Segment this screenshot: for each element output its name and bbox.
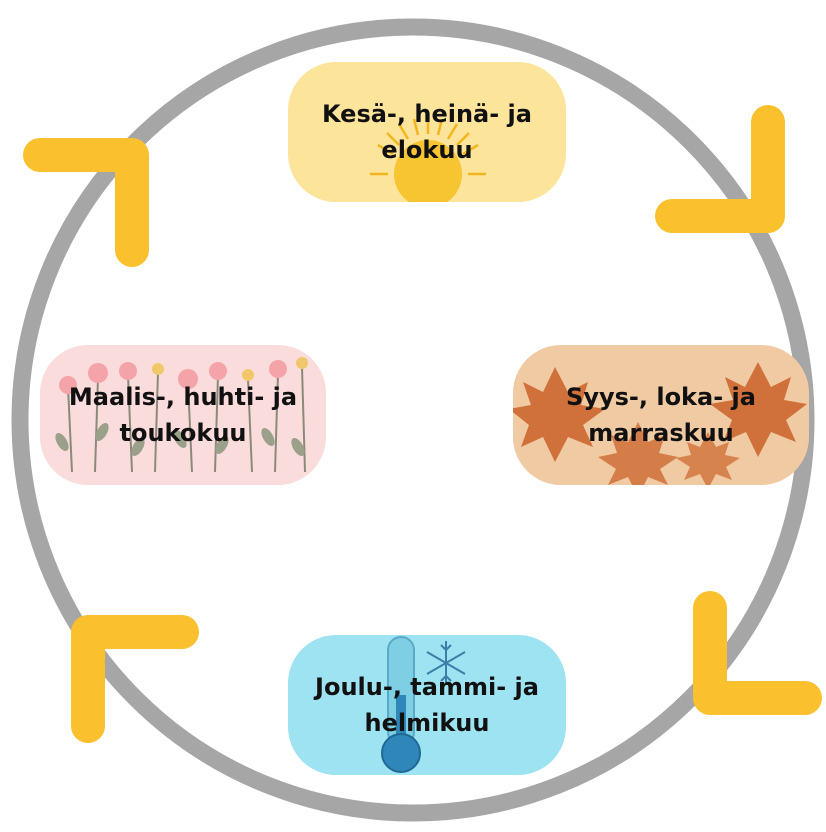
season-label-winter-line1: Joulu-, tammi- ja [315,673,539,701]
flowers-icon [55,357,308,473]
season-label-autumn-line2: marraskuu [588,419,734,447]
season-box-autumn: Syys-, loka- ja marraskuu [513,345,809,485]
thermometer-snowflake-icon [381,636,466,773]
corner-arrow-bottom-left [71,615,199,743]
season-box-spring: Maalis-, huhti- ja toukokuu [40,345,326,485]
season-label-spring-line2: toukokuu [119,419,247,447]
season-box-winter: Joulu-, tammi- ja helmikuu [288,635,566,775]
season-label-autumn: Syys-, loka- ja marraskuu [556,379,766,451]
season-label-winter: Joulu-, tammi- ja helmikuu [305,669,549,741]
leaves-icon [513,362,807,485]
season-label-summer: Kesä-, heinä- ja elokuu [312,96,542,168]
sun-icon [370,116,486,202]
season-label-summer-line2: elokuu [381,136,473,164]
season-label-autumn-line1: Syys-, loka- ja [566,383,756,411]
season-label-summer-line1: Kesä-, heinä- ja [322,100,532,128]
season-label-spring-line1: Maalis-, huhti- ja [68,383,298,411]
corner-arrow-top-right [655,105,785,233]
season-label-spring: Maalis-, huhti- ja toukokuu [59,379,307,451]
season-box-summer: Kesä-, heinä- ja elokuu [288,62,566,202]
corner-arrow-top-left [23,138,149,267]
season-label-winter-line2: helmikuu [364,709,490,737]
corner-arrow-bottom-right [693,591,822,715]
